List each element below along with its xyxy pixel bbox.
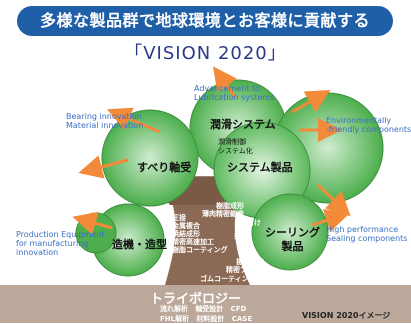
caption-plain-bearing: すべり軸受: [137, 161, 192, 174]
ground-row-2: FHL解析 材料設計 CASE: [160, 314, 252, 324]
caption-lubrication-sub: 潤滑制御 システム化: [218, 138, 253, 155]
arrow-top-left: [106, 107, 161, 134]
trunk-precision-press: 精密プレス: [226, 266, 261, 274]
caption-system-products: システム製品: [227, 161, 293, 174]
arrow-mid-right: [316, 183, 351, 217]
ground-row-1: 流れ解析 軸受設計 CFD: [160, 304, 246, 314]
arrow-top: [212, 66, 238, 99]
label-lubrication-advance: Advancement to Lubrication systems: [194, 84, 275, 102]
vision-title: 「VISION 2020」: [124, 43, 287, 64]
trunk-thin-precision: 薄肉精密鍛造: [202, 210, 244, 218]
label-bearing-innovation: Bearing innovation Material innovation: [66, 112, 144, 130]
trunk-resin-coating: 樹脂コーティング: [172, 246, 228, 254]
ground-term: 軸受設計: [195, 305, 224, 313]
ground-term: 流れ解析: [160, 305, 188, 313]
arrow-left-down: [78, 155, 129, 179]
trunk-sintering: 焼付け: [240, 219, 261, 227]
ground-title: トライボロジー: [150, 292, 242, 307]
ground-band: [0, 285, 411, 323]
caption-molding: 造機・造型: [112, 238, 167, 251]
tree-trunk: [165, 195, 250, 285]
caption-sealing: シーリング 製品: [265, 226, 320, 253]
trunk-press-fit: 圧接: [172, 214, 186, 222]
arrow-bottom-left: [72, 211, 113, 235]
trunk-rubber-coating: ゴムコーティング: [200, 275, 256, 283]
ground-term: CFD: [230, 305, 247, 313]
label-production-equipment: Production Equipment for manufacturing i…: [16, 230, 105, 257]
trunk-metal-composite: 金属複合: [172, 222, 200, 230]
label-environment: Environmentally -friendly components: [326, 116, 411, 134]
ground-term: 材料設計: [196, 315, 225, 323]
trunk-resin-molding: 樹脂成形: [216, 202, 244, 210]
canopy-bottom-right: [251, 193, 329, 271]
trunk-sinter-forming: 焼結成形: [172, 230, 200, 238]
trunk-shakeproof: 振性加工: [236, 258, 264, 266]
trunk-plating: 抄造: [234, 232, 248, 240]
arrow-top-right: [291, 90, 331, 114]
arrow-bottom-right: [311, 209, 350, 232]
ground-term: FHL解析: [160, 315, 190, 323]
ground-term: CASE: [231, 315, 253, 323]
trunk-precision-hi: 精密高速加工: [172, 238, 214, 246]
header-banner: 多様な製品群で地球環境とお客様に貢献する: [17, 6, 393, 36]
caption-lubrication-system: 潤滑システム: [210, 118, 276, 131]
image-caption: VISION 2020イメージ: [302, 311, 391, 320]
label-sealing-components: High performance Sealing components: [326, 225, 408, 243]
